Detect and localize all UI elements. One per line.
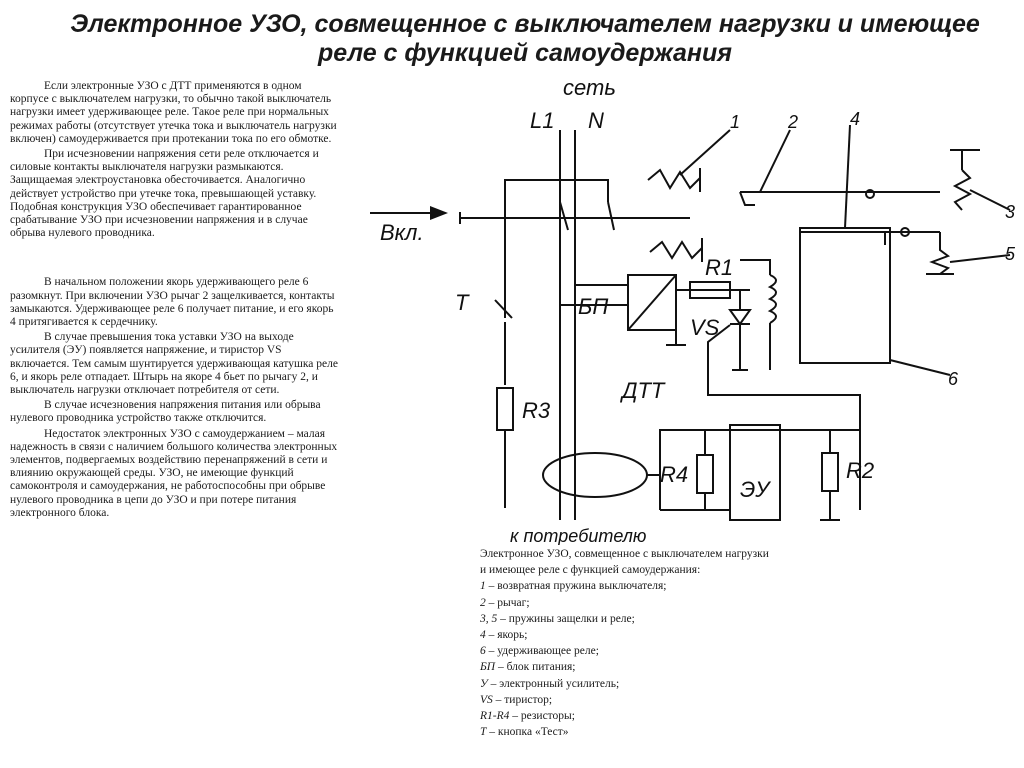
legend-item: 4 – якорь;	[480, 627, 770, 643]
paragraph: В случае исчезновения напряжения питания…	[10, 399, 321, 425]
legend-key: 1	[480, 580, 486, 593]
legend-text: – удерживающее реле;	[485, 645, 599, 658]
legend-text: – тиристор;	[492, 693, 553, 706]
label-vs: VS	[690, 315, 720, 340]
label-callout-3: 3	[1005, 202, 1015, 222]
label-callout-5: 5	[1005, 244, 1016, 264]
label-l1: L1	[530, 108, 554, 133]
legend-text: – якорь;	[485, 629, 528, 642]
legend-text: – рычаг;	[485, 596, 530, 609]
legend-key: VS	[480, 693, 493, 706]
page-title: Электронное УЗО, совмещенное с выключате…	[70, 10, 980, 67]
label-r4: R4	[660, 462, 688, 487]
legend-item: VS – тиристор;	[480, 692, 770, 708]
legend-text: – возвратная пружина выключателя;	[485, 580, 667, 593]
circuit-diagram: сеть L1 N Вкл. Т БП R1 VS R3 ДТТ R4 ЭУ R…	[370, 75, 1016, 545]
legend-list: 1 – возвратная пружина выключателя; 2 – …	[480, 578, 770, 740]
legend-item: БП – блок питания;	[480, 659, 770, 675]
paragraph: В случае превышения тока уставки УЗО на …	[10, 331, 338, 397]
label-callout-6: 6	[948, 369, 959, 389]
article-text: Если электронные УЗО с ДТТ применяются в…	[10, 80, 342, 522]
legend-item: 1 – возвратная пружина выключателя;	[480, 578, 770, 594]
legend-item: 6 – удерживающее реле;	[480, 643, 770, 659]
label-consumer: к потребителю	[510, 526, 646, 545]
legend-item: Т – кнопка «Тест»	[480, 724, 770, 740]
label-test-button: Т	[455, 290, 470, 315]
figure-caption: Электронное УЗО, совмещенное с выключате…	[480, 546, 770, 740]
label-callout-2: 2	[787, 112, 798, 132]
label-power-block: БП	[578, 294, 608, 319]
legend-key: У	[480, 677, 488, 690]
legend-key: 3, 5	[480, 612, 498, 625]
legend-item: У – электронный усилитель;	[480, 676, 770, 692]
legend-text: – резисторы;	[509, 710, 575, 723]
label-amplifier: ЭУ	[740, 477, 771, 502]
label-r1: R1	[705, 255, 733, 280]
legend-text: – блок питания;	[495, 661, 576, 674]
label-callout-1: 1	[730, 112, 740, 132]
legend-key: БП	[480, 661, 496, 674]
label-callout-4: 4	[850, 109, 860, 129]
legend-key: Т	[480, 726, 487, 739]
caption-title: Электронное УЗО, совмещенное с выключате…	[480, 548, 769, 577]
legend-key: 4	[480, 629, 486, 642]
paragraph: В начальном положении якорь удерживающег…	[10, 276, 335, 329]
legend-text: – пружины защелки и реле;	[497, 612, 635, 625]
label-r3: R3	[522, 398, 551, 423]
label-dtt: ДТТ	[619, 378, 666, 403]
label-vkl: Вкл.	[380, 220, 424, 245]
legend-text: – электронный усилитель;	[487, 677, 620, 690]
legend-item: R1-R4 – резисторы;	[480, 708, 770, 724]
paragraph: Если электронные УЗО с ДТТ применяются в…	[10, 80, 337, 145]
label-set: сеть	[563, 75, 616, 100]
legend-text: – кнопка «Тест»	[486, 726, 569, 739]
legend-key: 6	[480, 645, 486, 658]
legend-item: 3, 5 – пружины защелки и реле;	[480, 611, 770, 627]
label-r2: R2	[846, 458, 874, 483]
legend-key: R1-R4	[480, 710, 510, 723]
legend-item: 2 – рычаг;	[480, 595, 770, 611]
paragraph: При исчезновении напряжения сети реле от…	[10, 148, 319, 240]
legend-key: 2	[480, 596, 486, 609]
paragraph: Недостаток электронных УЗО с самоудержан…	[10, 427, 338, 519]
label-n: N	[588, 108, 604, 133]
